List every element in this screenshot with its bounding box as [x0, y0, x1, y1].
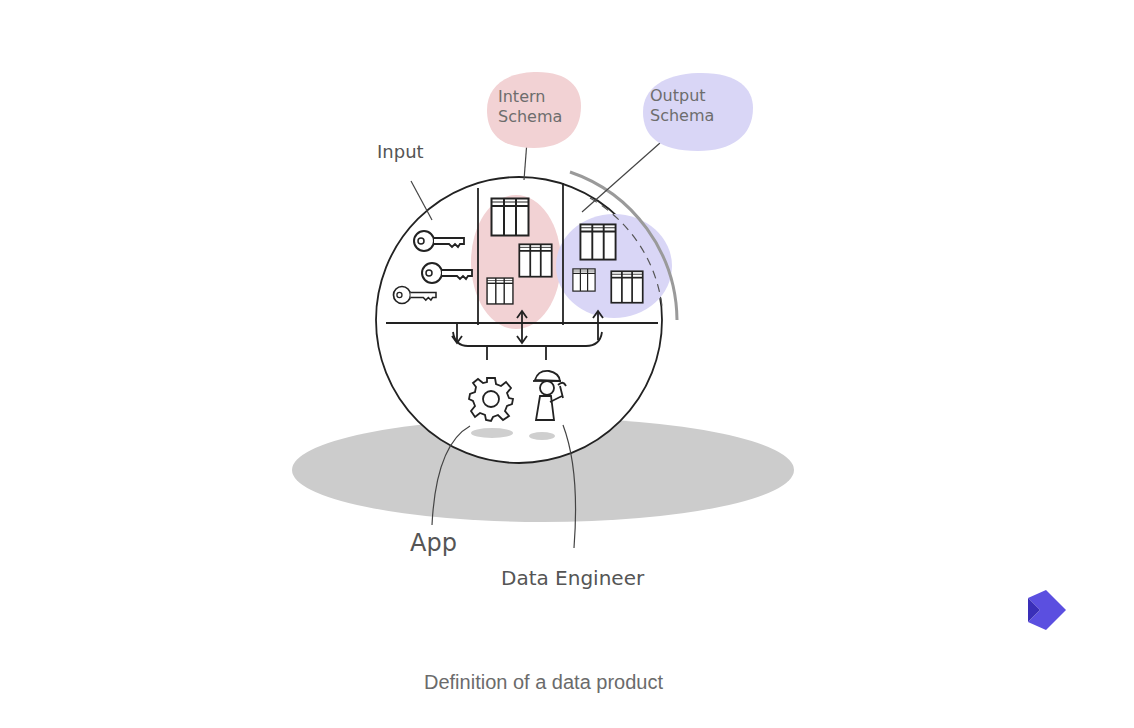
- logo-mark-shade: [1028, 598, 1040, 622]
- flow-arrows: [452, 311, 603, 360]
- blob-label: Output Schema: [650, 86, 724, 126]
- engineer-shadow: [529, 432, 555, 440]
- blob-fill: [643, 73, 753, 151]
- intern-area: [471, 195, 561, 329]
- caption: Definition of a data product: [424, 671, 663, 694]
- keys: [394, 231, 473, 304]
- engineer-figure: [533, 371, 566, 420]
- blob-label: Intern Schema: [498, 87, 572, 127]
- blob-fill: [487, 72, 581, 148]
- gear-symbol: [469, 378, 513, 421]
- leader-lines: [411, 141, 660, 548]
- outer-arc: [570, 172, 677, 320]
- tables: [487, 199, 643, 304]
- gear-shadow: [471, 428, 513, 438]
- output-area: [556, 214, 672, 318]
- text-label: App: [410, 529, 457, 557]
- section-lines: [386, 183, 658, 325]
- schema-blob: Intern Schema: [486, 71, 582, 149]
- logo-mark: [1028, 590, 1066, 630]
- ground-shadow: [292, 418, 794, 522]
- text-label: Data Engineer: [501, 566, 644, 590]
- text-label: Input: [377, 141, 424, 162]
- schema-blob: Output Schema: [642, 72, 754, 152]
